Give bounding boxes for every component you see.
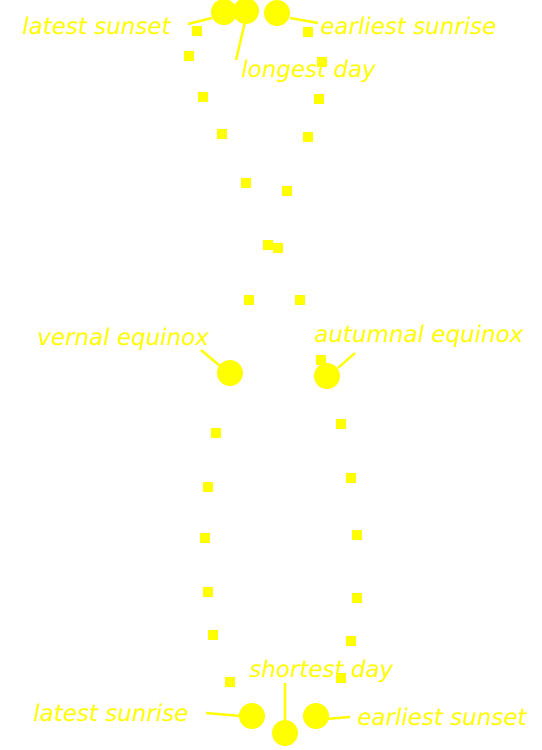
left-trail-dot — [211, 428, 221, 438]
label-earliest-sunrise: earliest sunrise — [320, 14, 496, 40]
label-longest-day: longest day — [241, 57, 376, 83]
left-trail-dot — [203, 482, 213, 492]
right-trail-dot — [317, 57, 327, 67]
leader-earliest-sunrise — [289, 16, 319, 25]
right-trail-dot — [316, 355, 326, 365]
latest-sunrise-marker — [239, 703, 265, 729]
right-trail-dot — [303, 27, 313, 37]
earliest-sunset-marker — [303, 703, 329, 729]
right-trail-dot — [282, 186, 292, 196]
right-trail-dot — [295, 295, 305, 305]
right-trail-dot — [352, 593, 362, 603]
right-trail-dot — [346, 636, 356, 646]
autumnal-equinox-marker — [314, 363, 340, 389]
label-latest-sunrise: latest sunrise — [33, 701, 188, 727]
label-shortest-day: shortest day — [249, 657, 393, 683]
left-trail-dot — [217, 129, 227, 139]
right-trail-dot — [336, 419, 346, 429]
right-trail-dot — [303, 132, 313, 142]
label-latest-sunset: latest sunset — [22, 14, 171, 40]
left-trail-dot — [192, 26, 202, 36]
left-trail-dot — [198, 92, 208, 102]
left-trail-dot — [208, 630, 218, 640]
leader-autumnal-equinox — [337, 352, 356, 369]
right-trail-dots — [273, 27, 362, 683]
earliest-sunrise-marker — [264, 0, 290, 26]
left-trail-dot — [225, 677, 235, 687]
left-trail-dots — [184, 26, 273, 687]
label-autumnal-equinox: autumnal equinox — [314, 322, 523, 348]
leader-longest-day — [234, 21, 247, 61]
right-trail-dot — [336, 673, 346, 683]
leader-lines — [187, 16, 356, 721]
left-trail-dot — [263, 240, 273, 250]
vernal-equinox-marker — [217, 360, 243, 386]
event-markers — [211, 0, 340, 746]
leader-latest-sunset — [187, 16, 213, 26]
left-trail-dot — [241, 178, 251, 188]
left-trail-dot — [244, 295, 254, 305]
right-trail-dot — [314, 94, 324, 104]
latest-sunset-marker — [211, 0, 237, 25]
shortest-day-marker — [272, 720, 298, 746]
left-trail-dot — [200, 533, 210, 543]
event-labels: latest sunset earliest sunrise longest d… — [22, 14, 527, 731]
left-trail-dot — [203, 587, 213, 597]
right-trail-dot — [346, 473, 356, 483]
leader-earliest-sunset — [325, 715, 351, 721]
left-trail-dot — [184, 51, 194, 61]
right-trail-dot — [352, 530, 362, 540]
label-vernal-equinox: vernal equinox — [37, 325, 209, 351]
leader-latest-sunrise — [205, 711, 242, 718]
right-trail-dot — [273, 243, 283, 253]
leader-vernal-equinox — [200, 349, 221, 367]
label-earliest-sunset: earliest sunset — [357, 705, 527, 731]
longest-day-marker — [233, 0, 259, 24]
